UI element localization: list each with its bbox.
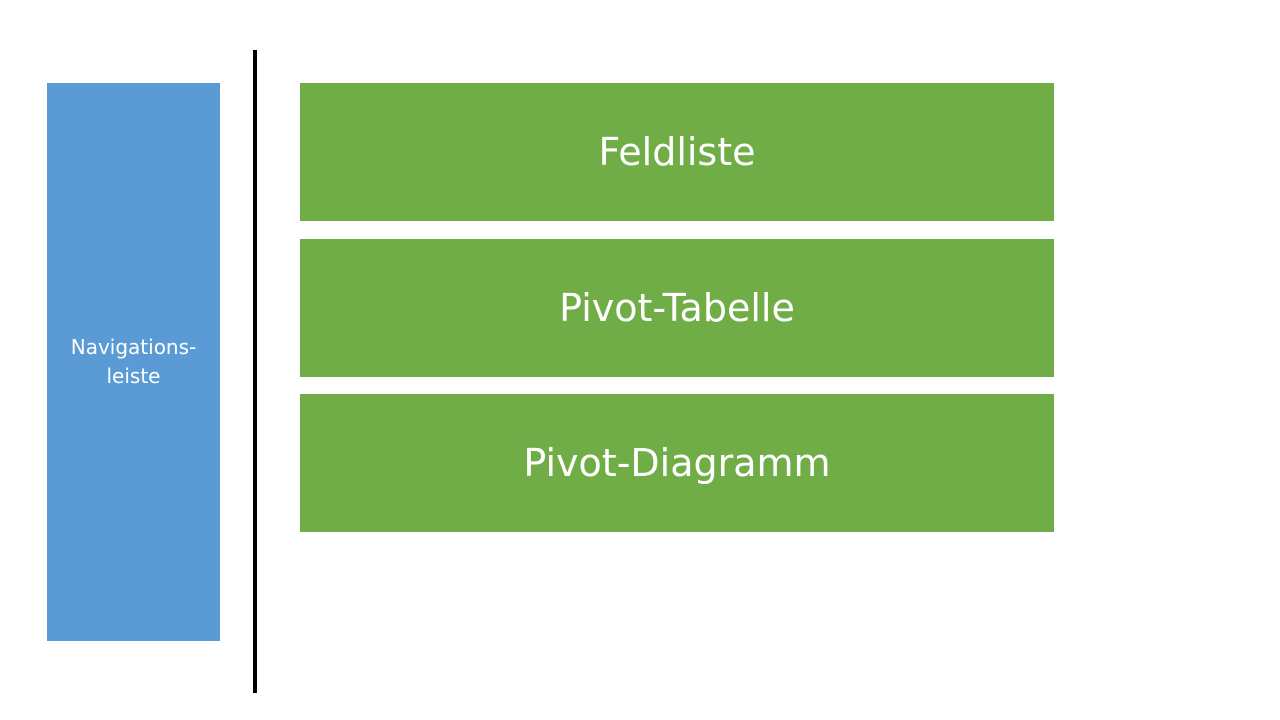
navigation-label-line-1: Navigations-: [70, 335, 197, 359]
field-list-box: Feldliste: [300, 83, 1054, 221]
pivot-chart-label: Pivot-Diagramm: [523, 441, 831, 485]
pivot-table-label: Pivot-Tabelle: [559, 286, 795, 330]
pivot-chart-box: Pivot-Diagramm: [300, 394, 1054, 532]
field-list-label: Feldliste: [598, 130, 756, 174]
navigation-bar-box: Navigations- leiste: [47, 83, 220, 641]
navigation-label-line-2: leiste: [106, 364, 161, 388]
navigation-bar-label: Navigations- leiste: [71, 333, 197, 391]
vertical-divider: [253, 50, 257, 693]
pivot-table-box: Pivot-Tabelle: [300, 239, 1054, 377]
